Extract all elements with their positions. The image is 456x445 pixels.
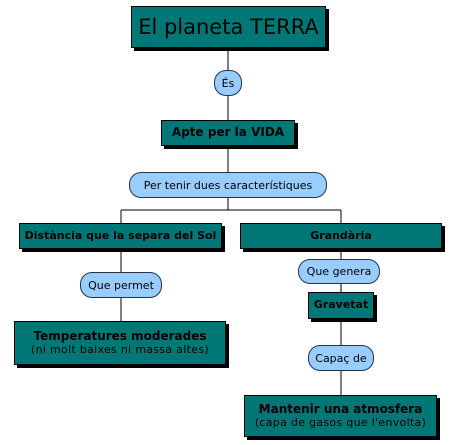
link-es: És (214, 70, 242, 96)
node-distancia: Distància que la separa del Sol (19, 223, 222, 249)
node-atmosfera: Mantenir una atmosfera (capa de gasos qu… (244, 395, 437, 437)
node-temperatures: Temperatures moderades (ni molt baixes n… (14, 321, 226, 365)
link-per-tenir: Per tenir dues característiques (129, 172, 327, 198)
link-que-genera: Que genera (298, 259, 380, 284)
title-text: El planeta TERRA (138, 14, 319, 39)
node-gravetat: Gravetat (308, 292, 374, 319)
title-node: El planeta TERRA (131, 6, 326, 48)
node-apte-vida: Apte per la VIDA (161, 120, 295, 146)
link-que-permet: Que permet (80, 272, 162, 298)
link-capac-de: Capaç de (308, 345, 374, 371)
node-grandaria: Grandària (240, 223, 442, 249)
